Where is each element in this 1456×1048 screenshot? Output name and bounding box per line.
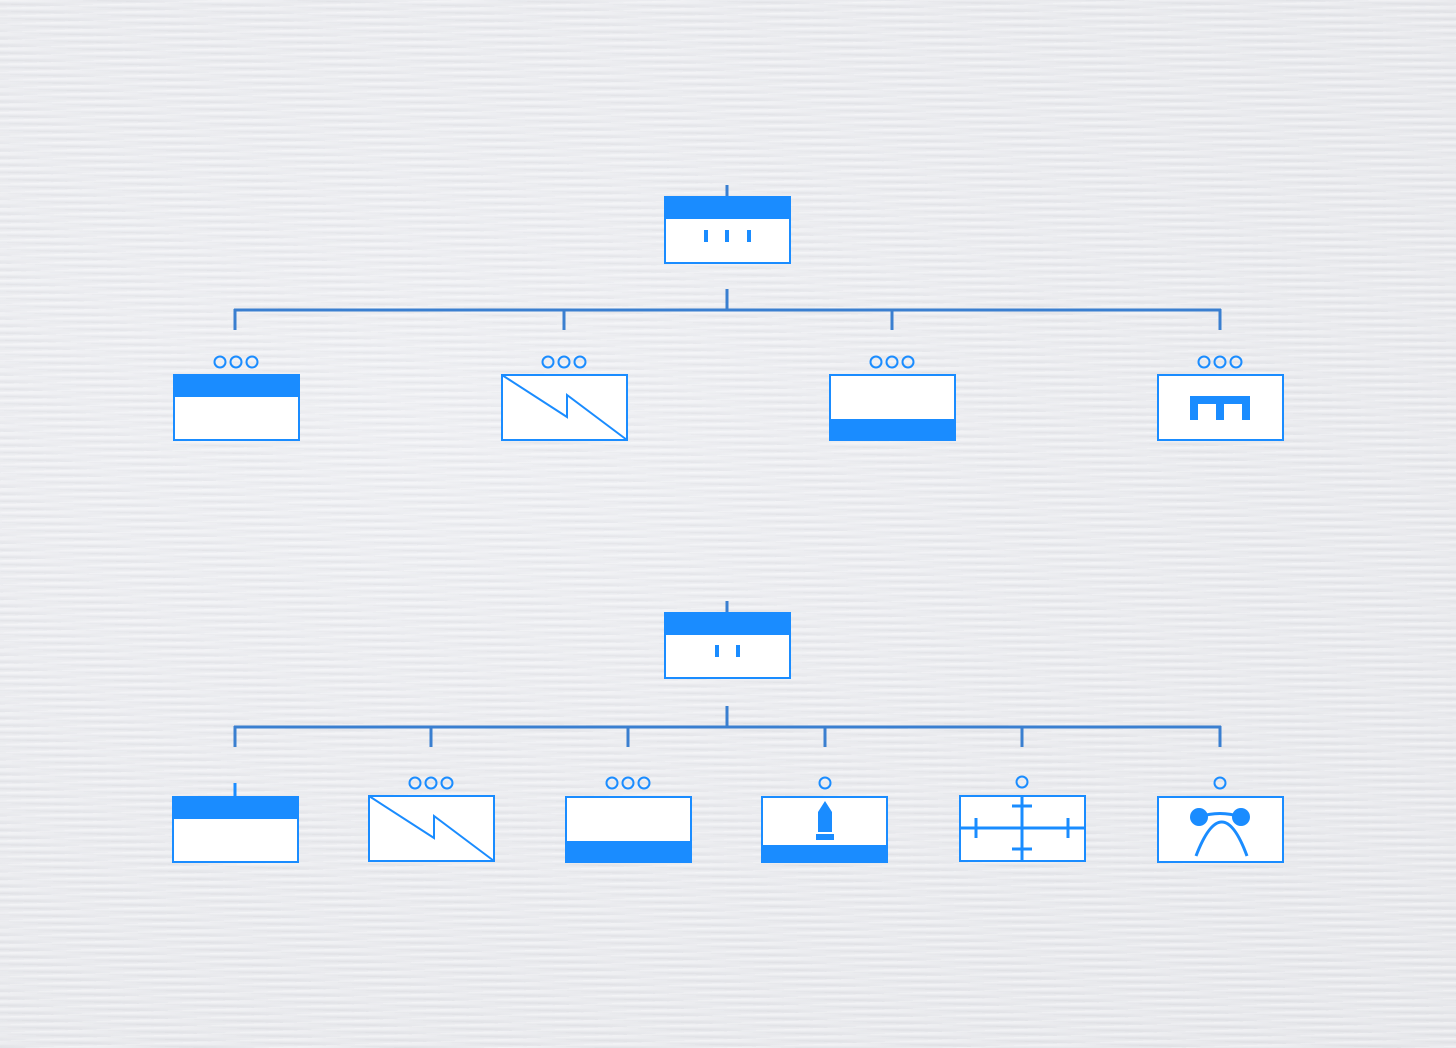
echelon-battalion-marks [715,645,740,657]
parent-unit-regiment[interactable] [664,185,791,264]
echelon-company-dots [541,355,587,369]
lower-band-icon [566,841,691,862]
org-chart-1 [173,185,1284,441]
connector-tree-1 [233,289,1222,330]
child-unit-3[interactable] [565,776,692,863]
arch-knots-icon [1190,808,1250,857]
unit-frame [501,374,628,441]
unit-frame [1157,796,1284,863]
zigzag-diagonal-icon [368,795,495,862]
child-unit-2[interactable] [368,776,495,862]
echelon-squad-dot [1213,776,1227,790]
child-unit-2[interactable] [501,355,628,441]
upper-band-icon [665,197,790,219]
lower-band-icon [830,419,955,440]
child-unit-4[interactable] [1157,355,1284,441]
echelon-company-dots [213,355,259,369]
bridge-arch-icon [1190,396,1250,420]
child-unit-4[interactable] [761,776,888,863]
child-unit-6[interactable] [1157,776,1284,863]
echelon-company-dots [869,355,915,369]
echelon-squad-dot [818,776,832,790]
echelon-company-dots [408,776,454,790]
echelon-squad-dot [1015,775,1029,789]
zigzag-diagonal-icon [501,374,628,441]
child-unit-1[interactable] [173,355,300,441]
bullet-icon [816,801,834,840]
upper-band-icon [665,613,790,635]
lower-band-icon [762,845,887,862]
echelon-company-dots [605,776,651,790]
upper-band-icon [173,797,298,819]
parent-unit-battalion[interactable] [664,601,791,679]
child-unit-5[interactable] [959,775,1086,862]
child-unit-1[interactable] [172,783,299,863]
echelon-company-dots [1197,355,1243,369]
connector-tree-2 [233,706,1222,747]
org-chart-2 [172,601,1284,863]
echelon-regiment-marks [704,230,751,242]
cross-axis-icon [960,796,1085,861]
child-unit-3[interactable] [829,355,956,441]
unit-frame [368,795,495,862]
upper-band-icon [174,375,299,397]
